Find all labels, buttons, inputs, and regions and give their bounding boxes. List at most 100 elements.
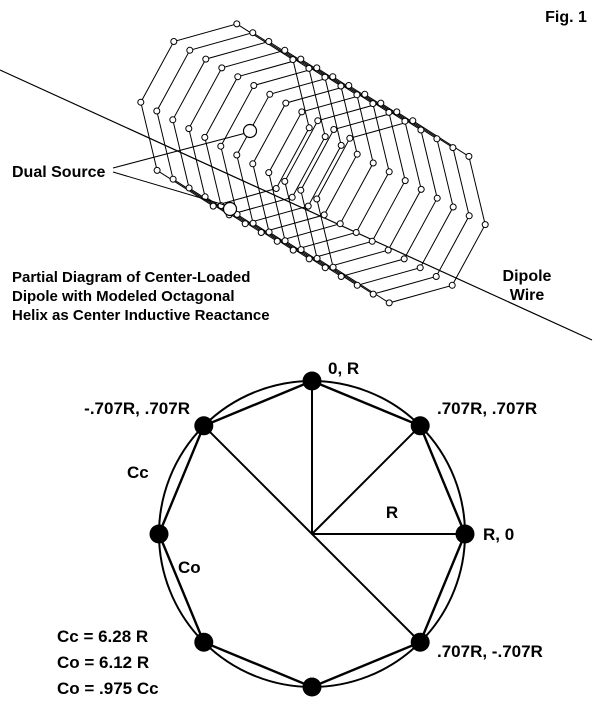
helix-vertex-node [314,117,322,125]
helix-vertex-node [337,273,345,280]
equation-co: Co = 6.12 R [57,653,149,672]
helix-vertex-node [329,263,337,271]
helix-vertex-node [400,255,408,263]
source-node-upper [242,123,258,139]
helix-vertex-node [369,290,377,298]
helix-vertex-node [297,186,305,194]
helix-vertex-node [241,220,249,228]
helix-vertex-node [304,202,312,210]
helix-vertex-node [385,168,393,176]
helix-vertex-node [170,38,178,45]
helix-vertex-node [377,99,385,107]
helix-vertex-node [385,108,393,116]
helix-vertex-node [250,82,258,89]
helix-vertex-node [153,107,161,115]
co-arc-label: Co [178,558,201,577]
helix-vertex-node [298,108,306,116]
helix-vertex-node [233,151,241,159]
helix-vertex-node [449,203,457,211]
helix-vertex-node [281,46,289,54]
helix-vertex-node [272,185,280,192]
helix-vertex-node [384,246,392,254]
helix-vertex-node [361,90,369,98]
helix-vertex-node [297,55,305,63]
cc-arc-label: Cc [127,463,149,482]
diagonal-spoke [203,425,421,643]
helix-vertex-node [369,159,377,167]
helix-vertex-node [281,177,289,185]
helix-vertex-node [393,108,401,116]
helix-vertex-node [353,150,361,158]
helix-vertex-node [289,246,297,254]
helix-vertex-node [185,125,193,133]
helix-vertex-node [416,264,424,272]
helix-vertex-node [337,141,345,149]
helix-vertex-node [249,29,257,37]
helix-vertex-node [218,64,226,72]
helix-vertex-node [449,144,457,152]
helix-vertex-node [169,175,177,183]
helix-vertex-node [401,177,409,185]
equation-ratio: Co = .975 Cc [57,679,159,698]
helix-vertex-node [265,38,273,45]
vertex-dot [410,632,430,652]
helix-vertex-node [353,281,361,289]
helix-vertex-node [202,55,210,63]
radius-r-label: R [386,503,398,522]
dual-source-lead-line-lower [112,171,229,207]
helix-vertex-node [368,237,376,245]
helix-vertex-node [409,117,417,125]
fig-number-label: Fig. 1 [545,9,587,26]
helix-vertex-node [481,221,489,229]
helix-vertex-node [352,229,360,236]
helix-vertex-node [305,255,313,263]
helix-vertex-node [209,202,217,210]
helix-vertex-node [273,237,281,245]
radius-spoke [311,425,421,535]
helix-vertex-node [353,91,361,99]
helix-vertex-node [313,254,321,262]
helix-vertex-node [265,169,273,177]
helix-vertex-node [153,166,161,174]
vertex-dot [302,677,322,697]
helix-vertex-node [417,185,425,193]
helix-vertex-node [305,64,313,72]
caption-line3: Helix as Center Inductive Reactance [12,307,270,324]
helix-vertex-node [321,133,329,141]
helix-vertex-node [385,299,393,307]
helix-vertex-node [282,99,290,107]
helix-vertex-node [288,193,296,201]
dual-source-lead-line-upper [112,132,247,169]
helix-vertex-node [249,160,257,168]
vertex-label-upper-left: -.707R, .707R [84,399,190,418]
helix-vertex-node [401,117,409,125]
dual-source-leads [112,123,258,217]
helix-vertex-node [321,264,329,272]
helix-vertex-node [329,73,337,81]
vertex-label-top: 0, R [328,359,359,378]
helix-vertex-node [433,135,441,143]
helix-vertex-node [257,229,265,236]
vertex-dot [194,416,214,436]
helix-vertex-node [448,281,456,289]
vertex-label-right: R, 0 [483,525,514,544]
equation-cc: Cc = 6.28 R [57,627,148,646]
helix-vertex-node [186,46,194,54]
helix-vertex-node [297,246,305,254]
helix-vertex-node [265,228,273,236]
dual-source-label: Dual Source [12,164,105,181]
helix-vertex-node [330,126,338,133]
helix-vertex-node [266,90,274,98]
helix-vertex-node [337,82,345,90]
helix-vertex-node [465,212,473,220]
helix-vertex-node [233,20,241,28]
vertex-label-lower-right: .707R, -.707R [437,642,543,661]
vertex-dot [410,416,430,436]
helix-vertex-node [249,219,257,227]
octagon-cross-section [149,371,475,697]
helix-vertex-node [320,211,328,219]
dipole-wire-line [0,69,593,341]
helix-vertex-node [137,98,145,106]
helix-vertex-node [346,134,354,142]
